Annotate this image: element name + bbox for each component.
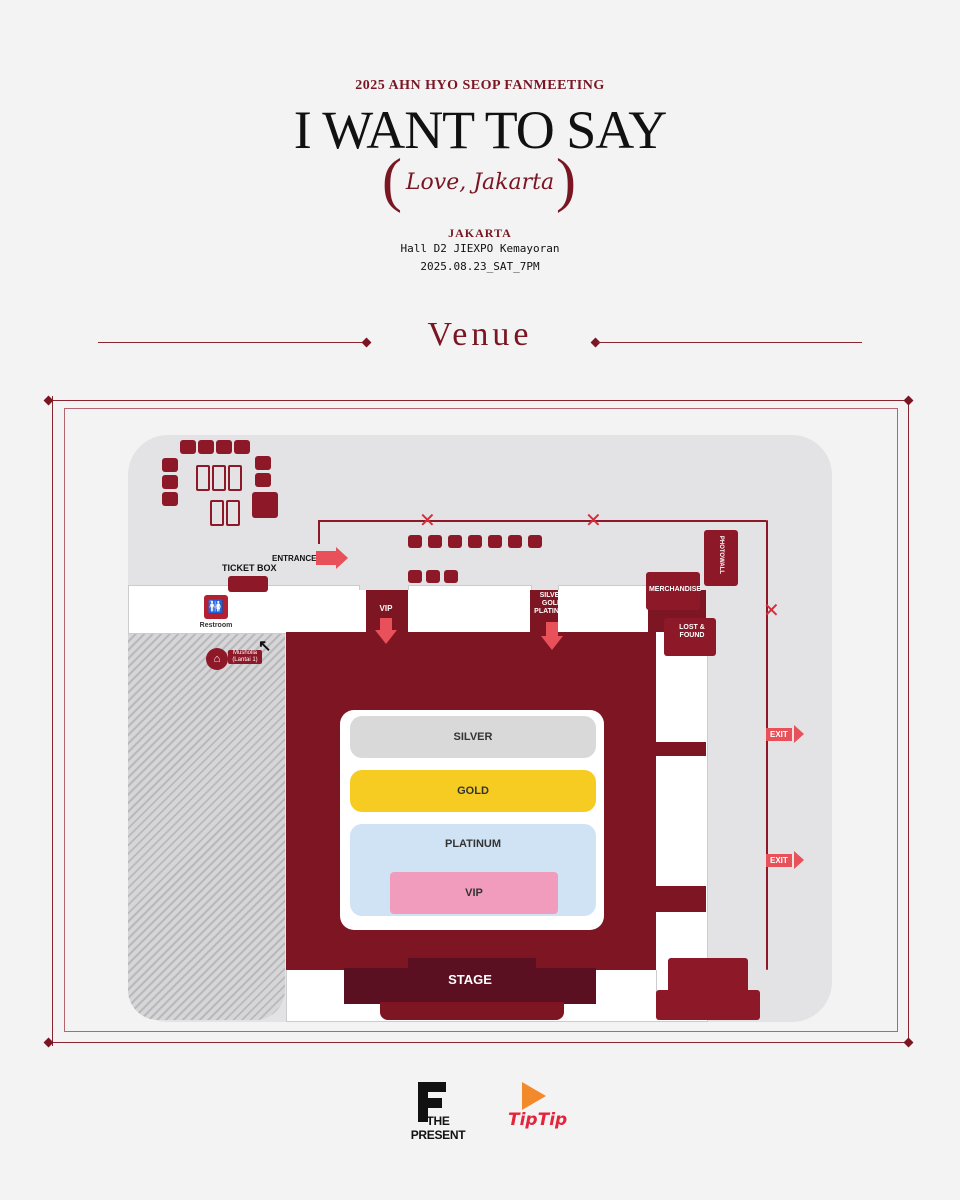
photowall-label: PHOTOWALL xyxy=(718,535,724,575)
booth xyxy=(448,535,462,548)
restroom-icon: 🚻 xyxy=(204,595,228,619)
hall-notch-side2 xyxy=(656,756,706,886)
booth xyxy=(252,492,278,518)
photowall-booth xyxy=(704,530,738,586)
left-paren-decor: ( xyxy=(382,147,402,213)
event-city: JAKARTA xyxy=(448,226,512,240)
lost-found-label: LOST & FOUND xyxy=(679,624,705,639)
queue-line-left xyxy=(318,520,320,544)
blocked-x-icon: ✕ xyxy=(419,508,436,532)
divider-right xyxy=(596,342,862,343)
booth xyxy=(162,458,178,472)
event-subtitle: 2025 AHN HYO SEOP FANMEETING xyxy=(355,78,605,93)
entrance-arrow-body xyxy=(316,551,338,565)
blocked-x-icon: ✕ xyxy=(585,508,602,532)
hall-notch-left xyxy=(286,590,366,632)
entrance-arrow-icon xyxy=(336,547,348,569)
exit-label: EXIT xyxy=(766,728,792,741)
restroom-label: Restroom xyxy=(199,622,233,629)
booth xyxy=(428,535,442,548)
vip-arrow-body xyxy=(380,618,392,632)
musholla-label: Musholla (Lantai 1) xyxy=(228,650,262,664)
stage-label: STAGE xyxy=(448,972,492,987)
sgp-gate-label: SILVER GOLD PLATINUM xyxy=(534,592,570,615)
merchandise-booth xyxy=(646,572,700,610)
present-logo-mid xyxy=(428,1098,442,1108)
booth xyxy=(255,456,271,470)
event-date: 2025.08.23_SAT_7PM xyxy=(420,260,540,273)
frame-corner-tr xyxy=(903,395,914,406)
hatched-area xyxy=(128,632,285,1020)
vip-arrow-icon xyxy=(375,630,397,644)
exit-arrow-icon xyxy=(794,725,804,743)
frame-left xyxy=(52,396,53,1046)
frame-top xyxy=(48,400,913,401)
ticket-box-label: TICKET BOX xyxy=(222,563,277,573)
divider-left xyxy=(98,342,366,343)
event-tagline: Love, Jakarta xyxy=(405,170,555,195)
table xyxy=(210,500,224,526)
booth xyxy=(508,535,522,548)
booth xyxy=(444,570,458,583)
queue-line-top xyxy=(318,520,766,522)
merchandise-label: MERCHANDISE xyxy=(648,586,702,593)
entrance-label: ENTRANCE xyxy=(272,554,317,563)
stage-front xyxy=(380,1002,564,1020)
musholla-icon: ⌂ xyxy=(206,648,228,670)
booth xyxy=(528,535,542,548)
frame-right xyxy=(908,396,909,1046)
tiptip-logo-icon xyxy=(522,1082,546,1110)
event-hall: Hall D2 JIEXPO Kemayoran xyxy=(400,242,560,255)
ticket-box xyxy=(228,576,268,592)
lost-found-booth xyxy=(664,618,716,656)
booth xyxy=(162,492,178,506)
blocked-x-icon: ✕ xyxy=(763,598,780,622)
tiptip-logo-text: TipTip xyxy=(508,1110,568,1130)
zone-vip[interactable]: VIP xyxy=(390,872,558,914)
zone-silver[interactable]: SILVER xyxy=(350,716,596,758)
zone-gold[interactable]: GOLD xyxy=(350,770,596,812)
sgp-arrow-body xyxy=(546,622,558,638)
present-logo-text: THE PRESENT xyxy=(410,1114,466,1142)
booth xyxy=(198,440,214,454)
frame-corner-br xyxy=(903,1037,914,1048)
hall-notch-mid xyxy=(408,590,530,632)
booth xyxy=(408,570,422,583)
present-logo-bar xyxy=(418,1082,428,1122)
exit-block-base xyxy=(656,990,760,1020)
stairs-arrow-icon: ↖ xyxy=(258,638,272,655)
queue-line-right xyxy=(766,520,768,970)
table xyxy=(226,500,240,526)
exit-arrow-icon xyxy=(794,851,804,869)
table xyxy=(212,465,226,491)
table xyxy=(228,465,242,491)
booth xyxy=(162,475,178,489)
booth xyxy=(488,535,502,548)
exit-label: EXIT xyxy=(766,854,792,867)
table xyxy=(196,465,210,491)
frame-inner xyxy=(64,408,898,1032)
booth xyxy=(180,440,196,454)
event-title: I WANT TO SAY xyxy=(293,100,668,160)
booth xyxy=(255,473,271,487)
hall-notch-right xyxy=(558,590,648,632)
right-paren-decor: ) xyxy=(556,147,576,213)
vip-gate-label: VIP xyxy=(379,604,393,613)
frame-bottom xyxy=(48,1042,913,1043)
booth xyxy=(408,535,422,548)
section-title: Venue xyxy=(427,316,533,353)
stage xyxy=(344,968,596,1004)
booth xyxy=(426,570,440,583)
stage-top xyxy=(408,958,536,970)
sgp-arrow-icon xyxy=(541,636,563,650)
booth xyxy=(234,440,250,454)
present-logo-top xyxy=(428,1082,446,1092)
booth xyxy=(216,440,232,454)
booth xyxy=(468,535,482,548)
